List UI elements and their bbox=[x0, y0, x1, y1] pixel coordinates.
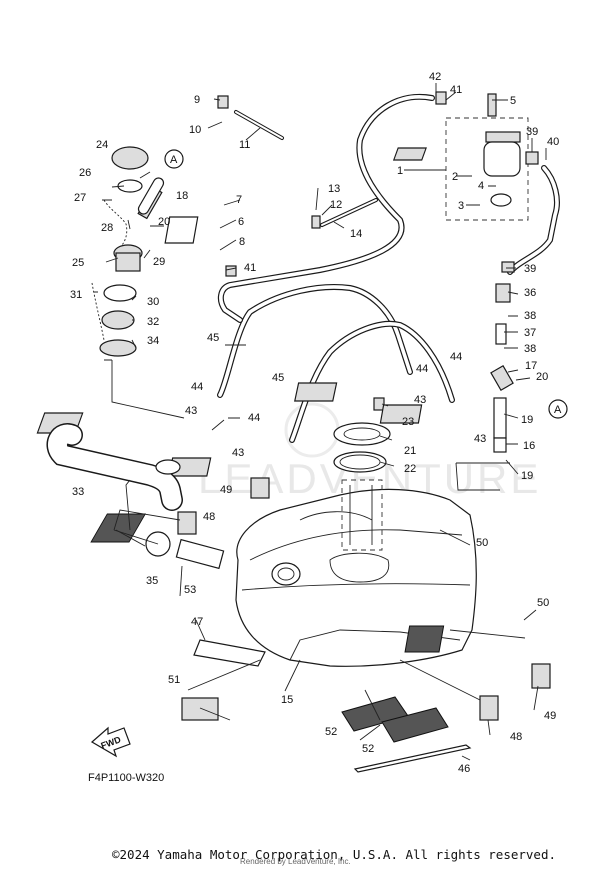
part-label: 1 bbox=[397, 165, 403, 177]
part-label: 42 bbox=[429, 71, 441, 83]
part-label: 52 bbox=[325, 726, 337, 738]
part-label: 7 bbox=[236, 194, 242, 206]
part-label: 39 bbox=[524, 263, 536, 275]
leader-lines bbox=[94, 83, 547, 761]
part-label: 48 bbox=[203, 511, 215, 523]
part-label: 53 bbox=[184, 584, 196, 596]
part-label: 15 bbox=[281, 694, 293, 706]
part-label: 43 bbox=[414, 394, 426, 406]
part-label: 35 bbox=[146, 575, 158, 587]
fuel-cap-assembly bbox=[91, 146, 165, 357]
part-label: 16 bbox=[523, 440, 535, 452]
part-label: 43 bbox=[232, 447, 244, 459]
part-label: 46 bbox=[458, 763, 470, 775]
callout-a2-label: A bbox=[554, 404, 562, 416]
part-label: 48 bbox=[510, 731, 522, 743]
fuel-filter-assembly bbox=[392, 117, 529, 221]
part-label: 13 bbox=[328, 183, 340, 195]
render-credit: Rendered by LeadVenture, Inc. bbox=[240, 857, 351, 866]
part-label: 23 bbox=[402, 416, 414, 428]
part-label: 39 bbox=[526, 126, 538, 138]
fuel-tank bbox=[235, 488, 477, 667]
part-label: 44 bbox=[248, 412, 260, 424]
part-label: 14 bbox=[350, 228, 362, 240]
part-label: 17 bbox=[525, 360, 537, 372]
part-label: 50 bbox=[476, 537, 488, 549]
part-label: 24 bbox=[96, 139, 108, 151]
part-label: 49 bbox=[220, 484, 232, 496]
part-label: 20 bbox=[158, 216, 170, 228]
part-label: 38 bbox=[524, 310, 536, 322]
fuel-cap bbox=[111, 146, 149, 170]
fuel-hoses bbox=[217, 93, 560, 453]
part-label: 50 bbox=[537, 597, 549, 609]
part-label: 12 bbox=[330, 199, 342, 211]
part-label: 32 bbox=[147, 316, 159, 328]
part-label: 47 bbox=[191, 616, 203, 628]
part-label: 5 bbox=[510, 95, 516, 107]
part-label: 11 bbox=[239, 139, 250, 151]
callout-a-circle-2 bbox=[548, 399, 568, 419]
bolt-icon bbox=[373, 397, 385, 411]
part-label: 4 bbox=[478, 180, 484, 192]
part-label: 44 bbox=[450, 351, 462, 363]
part-label: 40 bbox=[547, 136, 559, 148]
part-label: 3 bbox=[458, 200, 464, 212]
part-label: 27 bbox=[74, 192, 86, 204]
part-label: 33 bbox=[72, 486, 84, 498]
callout-a-label: A bbox=[170, 154, 178, 166]
part-label: 43 bbox=[185, 405, 197, 417]
part-label: 34 bbox=[147, 335, 159, 347]
part-label: 52 bbox=[362, 743, 374, 755]
part-label: 51 bbox=[168, 674, 180, 686]
part-label: 44 bbox=[416, 363, 428, 375]
hardware bbox=[145, 91, 539, 570]
filler-hose bbox=[46, 423, 183, 511]
part-label: 2 bbox=[452, 171, 458, 183]
part-label: 21 bbox=[404, 445, 416, 457]
part-label: 19 bbox=[521, 414, 533, 426]
part-label: 45 bbox=[272, 372, 284, 384]
part-label: 29 bbox=[153, 256, 165, 268]
part-label: 10 bbox=[189, 124, 201, 136]
part-label: 49 bbox=[544, 710, 556, 722]
part-label: 18 bbox=[176, 190, 188, 202]
part-label: 41 bbox=[244, 262, 256, 274]
figure-code: F4P1100-W320 bbox=[88, 772, 164, 784]
part-label: 37 bbox=[524, 327, 536, 339]
part-label: 44 bbox=[191, 381, 203, 393]
part-label: 22 bbox=[404, 463, 416, 475]
part-label: 20 bbox=[536, 371, 548, 383]
filler-neck bbox=[271, 562, 301, 586]
part-label: 19 bbox=[521, 470, 533, 482]
part-label: 28 bbox=[101, 222, 113, 234]
part-labels: 1 2 3 4 5 6 7 8 9 10 11 12 13 14 15 16 1… bbox=[70, 71, 559, 775]
part-label: 9 bbox=[194, 94, 200, 106]
pads bbox=[90, 477, 551, 773]
part-label: 6 bbox=[238, 216, 244, 228]
part-label: 31 bbox=[70, 289, 82, 301]
fuel-pump-module bbox=[333, 397, 391, 551]
copyright-notice: ©2024 Yamaha Motor Corporation, U.S.A. A… bbox=[112, 847, 556, 862]
part-label: 25 bbox=[72, 257, 84, 269]
part-label: 36 bbox=[524, 287, 536, 299]
part-label: 26 bbox=[79, 167, 91, 179]
fwd-arrow: FWD bbox=[90, 726, 131, 758]
part-label: 38 bbox=[524, 343, 536, 355]
part-label: 30 bbox=[147, 296, 159, 308]
part-label: 45 bbox=[207, 332, 219, 344]
tank-straps bbox=[36, 284, 455, 477]
part-label: 8 bbox=[239, 236, 245, 248]
part-label: 41 bbox=[450, 84, 462, 96]
callout-a-circle bbox=[164, 149, 184, 169]
part-label: 43 bbox=[474, 433, 486, 445]
